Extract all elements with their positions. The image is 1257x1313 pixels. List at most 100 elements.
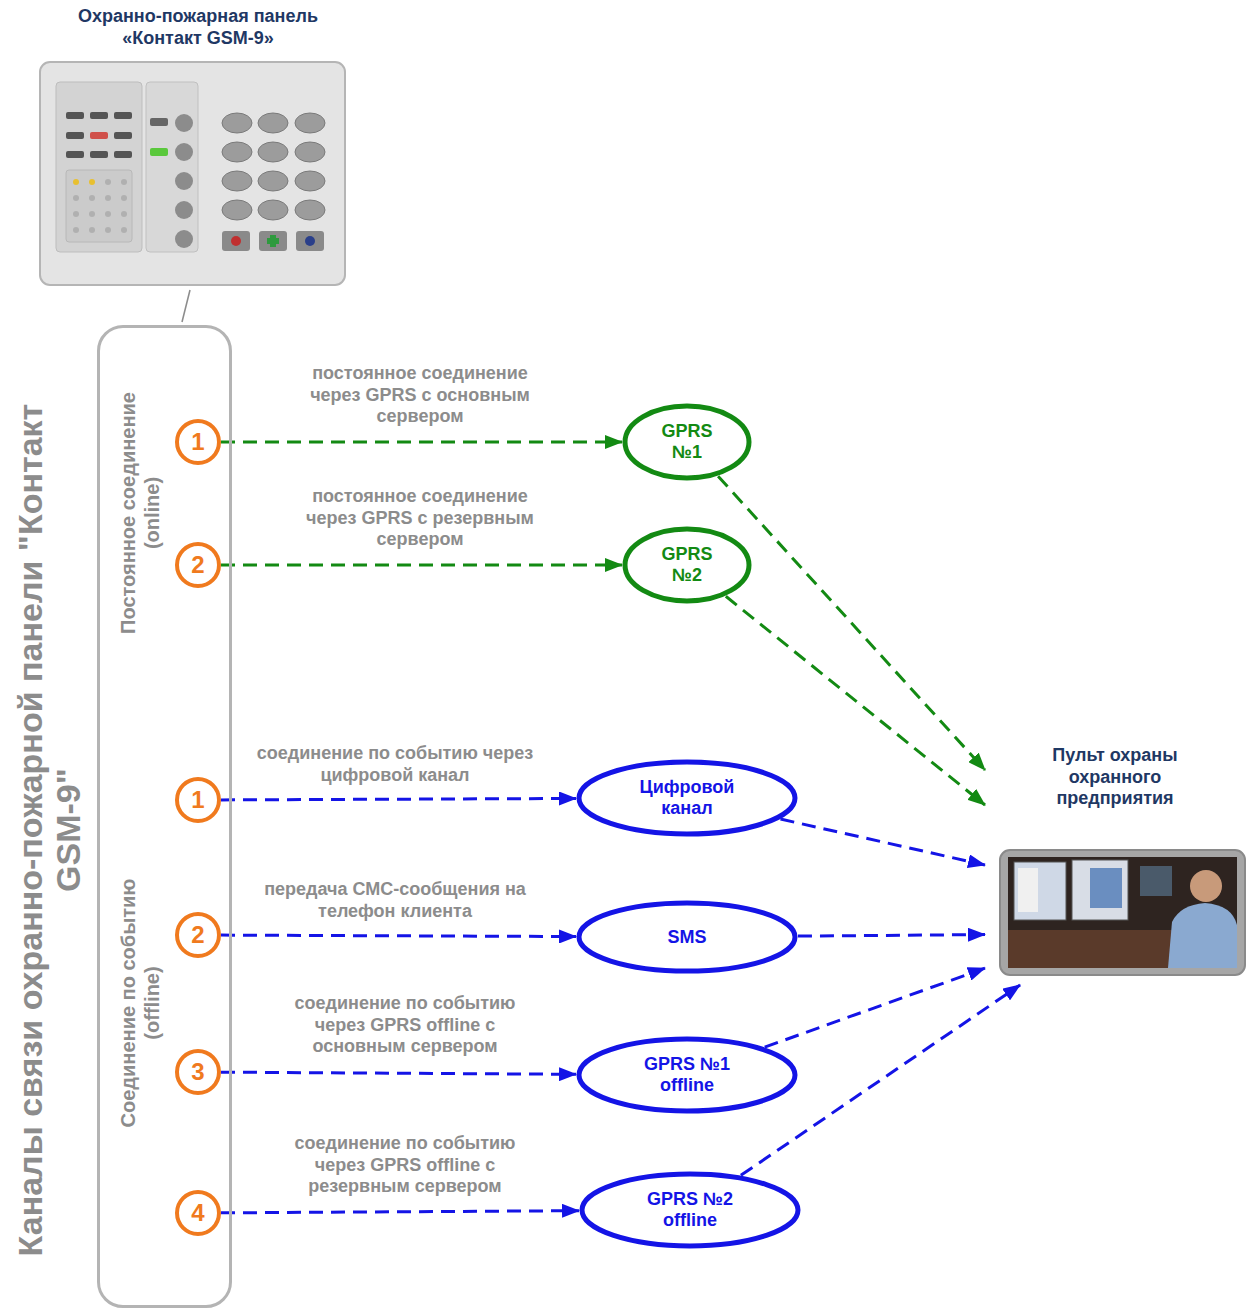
dashed-connector bbox=[718, 476, 985, 770]
channel-number-circle: 3 bbox=[175, 1049, 221, 1095]
channel-number-circle: 1 bbox=[175, 419, 221, 465]
keypad-key bbox=[222, 171, 252, 191]
circle-outline-shape bbox=[177, 544, 219, 586]
diagram-title: Каналы связи охранно-пожарной панели "Ко… bbox=[11, 380, 87, 1280]
circle-outline-shape bbox=[177, 779, 219, 821]
function-column bbox=[146, 82, 198, 252]
keypad-key bbox=[295, 171, 325, 191]
station-heading: Пульт охраны охранного предприятия bbox=[1035, 745, 1195, 810]
zone-light bbox=[89, 179, 95, 185]
operator-body bbox=[1168, 903, 1237, 968]
indicator bbox=[114, 112, 132, 119]
label-holder: Охранно-пожарная панель «Контакт GSM-9» bbox=[73, 6, 323, 49]
edge-label: соединение по событию через GPRS offline… bbox=[270, 993, 540, 1058]
edge-label: соединение по событию через цифровой кан… bbox=[245, 743, 545, 786]
indicator bbox=[90, 151, 108, 158]
zone-lights bbox=[66, 170, 132, 242]
keypad-key bbox=[295, 142, 325, 162]
channel-ellipse: GPRS №1 bbox=[622, 403, 752, 481]
indicator bbox=[114, 151, 132, 158]
zone-light bbox=[89, 227, 95, 233]
ellipse-outline-shape bbox=[579, 903, 795, 971]
channel-ellipse: GPRS №2 offline bbox=[579, 1171, 801, 1249]
keypad-key bbox=[258, 113, 288, 133]
circle-outline-shape bbox=[177, 421, 219, 463]
edge-label-holder: соединение по событию через GPRS offline… bbox=[270, 1133, 540, 1198]
group-heading: Соединение по событию (offline) bbox=[116, 843, 164, 1163]
channel-name: GPRS №2 bbox=[655, 544, 719, 585]
zone-light bbox=[89, 211, 95, 217]
zone-light bbox=[121, 179, 127, 185]
circle-outline-shape bbox=[177, 1051, 219, 1093]
monitor bbox=[1072, 860, 1128, 920]
edge-label-holder: передача СМС-сообщения на телефон клиент… bbox=[245, 879, 545, 922]
zone-light bbox=[105, 195, 111, 201]
keypad-key bbox=[258, 142, 288, 162]
callout-number: 3 bbox=[191, 1058, 204, 1086]
channel-name: GPRS №1 bbox=[655, 421, 719, 462]
operator-head bbox=[1190, 870, 1222, 902]
channel-number-circle: 2 bbox=[175, 542, 221, 588]
keypad-key bbox=[222, 142, 252, 162]
channel-ellipse: GPRS №2 bbox=[622, 526, 752, 604]
function-button bbox=[175, 172, 193, 190]
callout-number: 2 bbox=[191, 551, 204, 579]
keypad-key bbox=[295, 113, 325, 133]
dashed-connector bbox=[221, 441, 622, 444]
zone-light bbox=[105, 179, 111, 185]
group-heading-holder: Соединение по событию (offline) bbox=[116, 843, 164, 1163]
callout-number: 1 bbox=[191, 786, 204, 814]
alarm-panel-device bbox=[40, 62, 345, 285]
channel-name: Цифровой канал bbox=[631, 777, 743, 818]
police-key bbox=[296, 231, 324, 251]
channel-ellipse: SMS bbox=[576, 900, 798, 974]
dashed-connector bbox=[780, 819, 985, 865]
edge-label-holder: постоянное соединение через GPRS с основ… bbox=[295, 363, 545, 428]
channel-number-circle: 4 bbox=[175, 1190, 221, 1236]
edge-label-holder: соединение по событию через GPRS offline… bbox=[270, 993, 540, 1058]
group-heading-holder: Постоянное соединение (online) bbox=[116, 363, 164, 663]
dashed-connector bbox=[221, 1072, 576, 1074]
zone-light bbox=[73, 179, 79, 185]
edge-label: передача СМС-сообщения на телефон клиент… bbox=[245, 879, 545, 922]
ellipse-outline-shape bbox=[625, 406, 749, 478]
police-key-symbol bbox=[305, 236, 315, 246]
dashed-connector bbox=[798, 935, 985, 937]
channel-number-circle: 1 bbox=[175, 777, 221, 823]
keypad-key bbox=[258, 171, 288, 191]
photo-ground bbox=[1008, 857, 1237, 968]
circle-outline-shape bbox=[177, 1192, 219, 1234]
ellipse-outline-shape bbox=[625, 529, 749, 601]
medical-key bbox=[259, 231, 287, 251]
zone-light bbox=[105, 211, 111, 217]
keypad-key bbox=[222, 200, 252, 220]
channel-name: GPRS №1 offline bbox=[631, 1054, 743, 1095]
zone-light bbox=[121, 211, 127, 217]
function-led bbox=[150, 118, 168, 126]
callout-number: 1 bbox=[191, 428, 204, 456]
title-holder: Каналы связи охранно-пожарной панели "Ко… bbox=[11, 380, 87, 1280]
monitoring-station: Пульт охраны охранного предприятия bbox=[985, 745, 1245, 985]
monitor-screen bbox=[1018, 868, 1038, 912]
channel-ellipse: GPRS №1 offline bbox=[576, 1036, 798, 1114]
device-display-panel bbox=[56, 82, 142, 252]
callout-number: 4 bbox=[191, 1199, 204, 1227]
zone-light bbox=[105, 227, 111, 233]
panic-key-symbol bbox=[231, 236, 241, 246]
channel-ellipse: Цифровой канал bbox=[576, 759, 798, 837]
dashed-connector bbox=[765, 968, 985, 1047]
edge-label: постоянное соединение через GPRS с основ… bbox=[295, 363, 545, 428]
leader-line bbox=[182, 290, 190, 322]
zone-light bbox=[121, 227, 127, 233]
channel-name: SMS bbox=[631, 927, 743, 948]
edge-label-holder: постоянное соединение через GPRS с резер… bbox=[295, 486, 545, 551]
ellipse-outline-shape bbox=[579, 1039, 795, 1111]
zone-light bbox=[73, 227, 79, 233]
map-screen bbox=[1090, 868, 1122, 908]
function-led bbox=[150, 148, 168, 156]
zone-light bbox=[121, 195, 127, 201]
keypad-key bbox=[295, 200, 325, 220]
edge-label: соединение по событию через GPRS offline… bbox=[270, 1133, 540, 1198]
dashed-connector bbox=[221, 798, 576, 799]
